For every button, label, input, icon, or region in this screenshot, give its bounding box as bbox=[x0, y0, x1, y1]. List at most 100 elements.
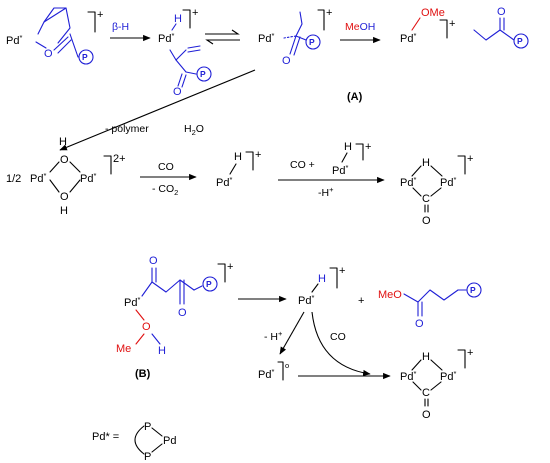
svg-text:+: + bbox=[227, 261, 233, 273]
co-oxidation-arrow: CO - CO2 bbox=[140, 161, 197, 197]
svg-text:Pd*: Pd* bbox=[80, 171, 96, 185]
polymer-chain-icon bbox=[305, 34, 321, 50]
svg-text:CO: CO bbox=[158, 161, 174, 173]
svg-text:P: P bbox=[200, 69, 206, 79]
svg-text:P: P bbox=[206, 279, 212, 289]
svg-text:+: + bbox=[97, 9, 103, 21]
svg-text:Pd*: Pd* bbox=[400, 175, 416, 189]
svg-text:C: C bbox=[422, 387, 430, 399]
svg-text:P: P bbox=[144, 451, 151, 463]
svg-text:OMe: OMe bbox=[421, 7, 445, 19]
svg-text:O: O bbox=[415, 318, 424, 330]
svg-text:+: + bbox=[449, 18, 455, 30]
svg-text:H: H bbox=[422, 157, 430, 169]
svg-text:Pd: Pd bbox=[163, 435, 176, 447]
svg-text:O: O bbox=[422, 215, 431, 227]
svg-text:-H+: -H+ bbox=[318, 185, 334, 199]
co-insertion-arrow: CO bbox=[311, 311, 371, 376]
svg-text:Pd*: Pd* bbox=[30, 171, 46, 185]
svg-text:O: O bbox=[178, 307, 187, 319]
svg-text:+: + bbox=[192, 7, 198, 19]
ketone-product: O P bbox=[473, 6, 529, 49]
svg-text:O: O bbox=[142, 321, 151, 333]
equilibrium-arrow bbox=[205, 29, 240, 45]
svg-text:Pd*: Pd* bbox=[332, 163, 348, 177]
deprotonation-arrow: - H+ bbox=[264, 311, 305, 355]
svg-text:Pd* =: Pd* = bbox=[92, 431, 119, 443]
svg-text:CO +: CO + bbox=[290, 159, 315, 171]
svg-text:- polymer: - polymer bbox=[105, 123, 149, 135]
svg-text:Pd*: Pd* bbox=[124, 295, 140, 309]
alkyl-intermediate: Pd* P O + bbox=[258, 7, 332, 67]
svg-text:H: H bbox=[158, 345, 166, 357]
svg-text:Pd*: Pd* bbox=[440, 369, 456, 383]
label-b: (B) bbox=[135, 368, 151, 380]
svg-text:O: O bbox=[282, 55, 291, 67]
svg-text:+: + bbox=[326, 7, 332, 19]
svg-text:P: P bbox=[309, 37, 315, 47]
svg-text:O: O bbox=[497, 6, 506, 18]
polymer-chain-icon bbox=[466, 282, 482, 298]
svg-text:H2O: H2O bbox=[184, 123, 204, 137]
svg-text:O: O bbox=[173, 86, 182, 98]
svg-text:+: + bbox=[467, 153, 473, 165]
svg-text:1/2: 1/2 bbox=[6, 173, 21, 185]
acyl-chelate-complex: Pd* O P + bbox=[6, 7, 103, 65]
svg-text:Pd*: Pd* bbox=[400, 31, 416, 45]
svg-text:Pd*: Pd* bbox=[298, 293, 314, 307]
svg-text:P: P bbox=[144, 421, 151, 433]
svg-text:Pd*: Pd* bbox=[258, 367, 274, 381]
svg-text:+: + bbox=[365, 141, 371, 153]
svg-text:P: P bbox=[470, 285, 476, 295]
svg-text:2+: 2+ bbox=[113, 153, 126, 165]
methanolysis-arrow: MeOH bbox=[340, 21, 381, 44]
polymer-chain-icon bbox=[202, 276, 218, 292]
svg-text:H: H bbox=[234, 151, 242, 163]
svg-text:Pd*: Pd* bbox=[400, 369, 416, 383]
svg-text:O: O bbox=[149, 255, 158, 267]
svg-text:C: C bbox=[422, 193, 430, 205]
polymer-chain-icon bbox=[78, 49, 94, 65]
svg-text:O: O bbox=[44, 48, 53, 60]
svg-text:H: H bbox=[318, 273, 326, 285]
pd-hydride: Pd* H + bbox=[216, 149, 261, 189]
svg-text:O: O bbox=[60, 154, 69, 166]
pd-hydride-regenerated: Pd* H + + bbox=[298, 265, 364, 307]
label-a: (A) bbox=[347, 91, 363, 103]
svg-text:CO: CO bbox=[330, 331, 346, 343]
svg-text:+: + bbox=[339, 265, 345, 277]
hydroxo-dimer: 1/2 Pd* O H O H Pd* 2+ bbox=[6, 136, 126, 217]
svg-text:Pd*: Pd* bbox=[216, 175, 232, 189]
svg-text:O: O bbox=[422, 409, 431, 421]
svg-text:- H+: - H+ bbox=[264, 329, 283, 343]
hydride-olefin-complex: Pd* H O P + bbox=[158, 7, 212, 98]
svg-text:Me: Me bbox=[116, 343, 131, 355]
svg-text:+: + bbox=[467, 347, 473, 359]
methyl-ester-product: MeO O P bbox=[378, 282, 482, 330]
acyl-methanol-complex-b: Pd* O O P O Me H + bbox=[116, 255, 233, 357]
svg-text:Pd*: Pd* bbox=[258, 31, 274, 45]
svg-text:+: + bbox=[358, 295, 364, 307]
svg-text:H: H bbox=[344, 141, 352, 153]
svg-text:H: H bbox=[60, 205, 68, 217]
svg-text:MeOH: MeOH bbox=[345, 21, 375, 33]
svg-text:+: + bbox=[255, 149, 261, 161]
svg-text:MeO: MeO bbox=[378, 289, 402, 301]
svg-text:H: H bbox=[59, 136, 67, 148]
svg-text:- CO2: - CO2 bbox=[152, 183, 178, 197]
svg-text:o: o bbox=[285, 361, 289, 370]
pd-star-definition: Pd* = P P Pd bbox=[92, 421, 176, 463]
dinuclear-carbonyl-hydride-top: Pd* Pd* H C O + bbox=[400, 153, 473, 227]
svg-text:H: H bbox=[422, 351, 430, 363]
dimerization-arrow: CO + Pd* H + -H+ bbox=[278, 141, 385, 199]
svg-text:Pd*: Pd* bbox=[158, 31, 174, 45]
polymer-chain-icon bbox=[196, 66, 212, 82]
svg-text:H: H bbox=[174, 13, 182, 25]
svg-text:P: P bbox=[82, 52, 88, 62]
polymer-chain-icon bbox=[513, 33, 529, 49]
dinuclear-carbonyl-hydride-bottom: Pd* Pd* H C O + bbox=[400, 347, 473, 421]
svg-text:Pd*: Pd* bbox=[6, 33, 22, 47]
svg-text:O: O bbox=[60, 191, 69, 203]
methoxy-complex: Pd* OMe + bbox=[400, 7, 455, 45]
